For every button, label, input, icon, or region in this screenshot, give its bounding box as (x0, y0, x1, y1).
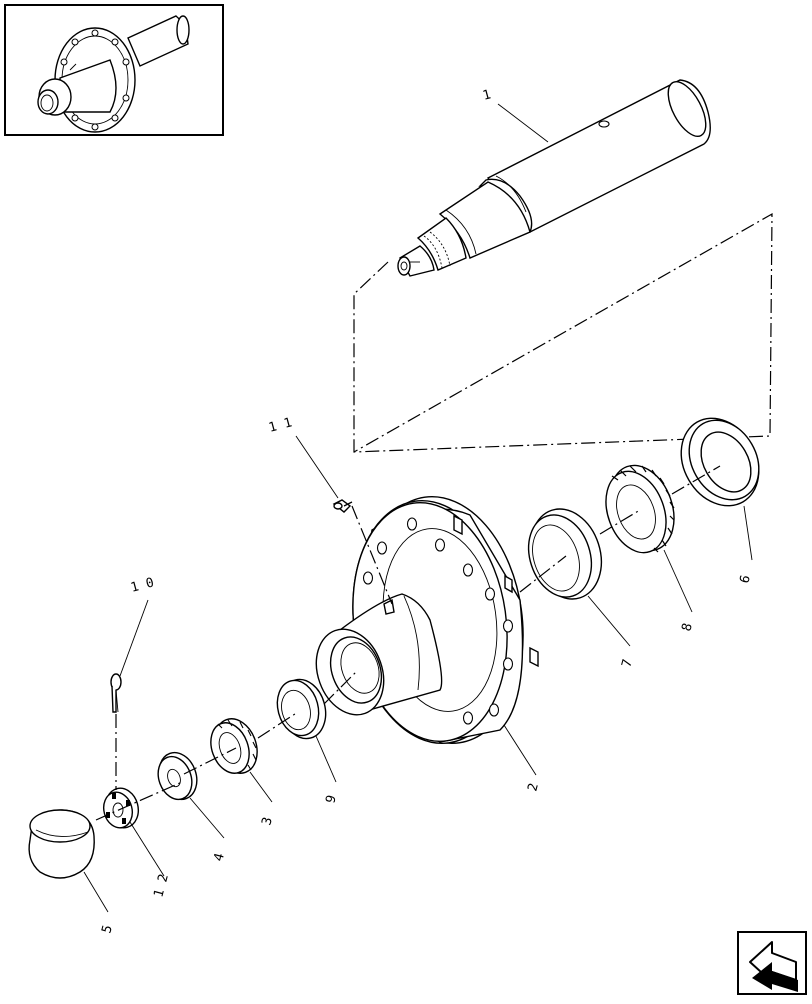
inner-bearing-cone-part (605, 464, 675, 554)
leader-lines (83, 103, 753, 913)
next-page-arrow-icon[interactable] (737, 931, 807, 995)
callout-label-5: 5 (99, 924, 116, 935)
assembly-thumbnail-icon[interactable] (4, 4, 224, 136)
callout-label-8: 8 (679, 622, 696, 633)
seal-part (680, 417, 760, 507)
outer-bearing-cone-part (210, 718, 258, 774)
cotter-pin-part (110, 673, 122, 713)
callout-label-12: 1 2 (151, 872, 172, 899)
callout-label-6: 6 (737, 574, 754, 585)
spindle-part (397, 79, 711, 277)
callout-label-1: 1 (481, 87, 492, 104)
assembly-centerline (95, 465, 721, 821)
callout-label-7: 7 (619, 658, 636, 669)
dust-cap-part (28, 809, 95, 879)
outer-bearing-cup-part (276, 678, 327, 740)
callout-label-11: 1 1 (267, 415, 294, 436)
callout-label-4: 4 (211, 851, 228, 863)
grease-fitting-part (332, 499, 353, 513)
callout-label-9: 9 (323, 794, 340, 805)
castle-nut-part (102, 787, 139, 829)
inner-bearing-cup-part (527, 508, 603, 600)
callout-label-2: 2 (525, 782, 542, 793)
hub-part (315, 496, 539, 744)
assembly-alignment-line (353, 212, 773, 453)
callout-label-3: 3 (259, 816, 276, 827)
washer-part (157, 751, 198, 801)
callout-label-10: 1 0 (129, 575, 156, 596)
